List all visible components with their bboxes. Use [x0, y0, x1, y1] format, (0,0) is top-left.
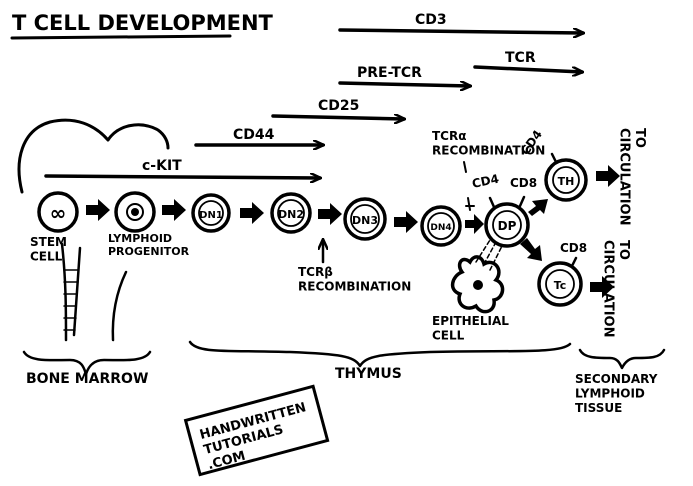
tc-receptor: [570, 256, 578, 268]
cd3-label: CD3: [415, 12, 447, 28]
pre-tcr-arrow: [338, 83, 470, 86]
cd4-dp-label: CD4: [471, 172, 500, 191]
th-receptor: [550, 152, 558, 164]
dn2-cell: DN2: [270, 192, 312, 234]
ckit-arrow: [44, 176, 320, 178]
thymus-label: THYMUS: [335, 366, 402, 382]
tc-cell: Tc: [537, 256, 583, 307]
dn1-cell: DN1: [191, 193, 231, 233]
cd3-arrow: [338, 30, 583, 33]
tc-label: Tc: [554, 279, 567, 292]
dp-receptors: [488, 195, 526, 209]
dn3-label: DN3: [352, 214, 378, 227]
to-circulation-1: TOCIRCULATION: [616, 128, 647, 225]
dp-cell: DP: [484, 195, 530, 248]
bone-sketch-top: [17, 118, 170, 194]
dn1-label: DN1: [199, 210, 223, 221]
to-circulation-2-label: TOCIRCULATION: [600, 240, 631, 337]
arrow-th-to-circulation: [596, 165, 620, 187]
bone-marrow-brace: [22, 350, 152, 376]
arrow-lymphoid-to-dn1: [162, 199, 186, 221]
thymus-brace: [188, 340, 572, 368]
cd25-label: CD25: [318, 98, 359, 114]
arrow-dn2-to-dn3: [318, 203, 342, 225]
cd8-dp-label: CD8: [510, 176, 537, 190]
stem-cell-glyph: ∞: [50, 201, 67, 225]
arrow-dn1-to-dn2: [240, 202, 264, 224]
dn2-label: DN2: [278, 208, 304, 221]
cd44-label: CD44: [233, 127, 275, 143]
cd25-arrow: [271, 116, 404, 119]
tcr-label: TCR: [505, 50, 536, 66]
cd8-tc-label: CD8: [560, 241, 587, 255]
tcr-arrow: [473, 65, 582, 72]
epithelial-cell: [450, 255, 505, 314]
dn4-label: DN4: [430, 223, 451, 233]
ckit-label: c-KIT: [142, 158, 182, 174]
arrow-dp-to-tc: [520, 238, 542, 261]
th-cell: TH: [544, 152, 588, 202]
bone-marrow-label: BONE MARROW: [26, 371, 148, 387]
cd4-plus-mark: [465, 197, 475, 211]
secondary-brace: [578, 348, 666, 370]
diagram-title: T CELL DEVELOPMENT: [12, 11, 274, 35]
dp-label: DP: [498, 219, 517, 233]
th-label: TH: [558, 175, 575, 188]
arrow-stem-to-lymphoid: [86, 199, 110, 221]
handwritten-tutorials-logo: HANDWRITTENTUTORIALS.COM: [183, 384, 330, 477]
pre-tcr-label: PRE-TCR: [357, 65, 422, 81]
bone-sketch-left: [60, 242, 82, 342]
stem-cell: ∞: [37, 191, 79, 233]
dn3-cell: DN3: [343, 197, 387, 241]
arrow-tc-to-circulation: [590, 276, 614, 298]
bone-hatching: [63, 269, 79, 331]
bone-sketch-right: [111, 270, 128, 342]
arrow-dp-to-th: [528, 199, 548, 216]
to-circulation-2: TOCIRCULATION: [600, 240, 631, 337]
lymphoid-progenitor-cell: [114, 191, 156, 233]
dn4-cell: DN4: [420, 205, 462, 247]
arrow-dn3-to-dn4: [394, 211, 418, 233]
tcra-tick: [463, 161, 467, 173]
arrow-dn4-to-dp: [465, 214, 484, 234]
to-circulation-1-label: TOCIRCULATION: [616, 128, 647, 225]
title-underline: [10, 34, 232, 40]
epithelial-interaction: [475, 239, 503, 271]
